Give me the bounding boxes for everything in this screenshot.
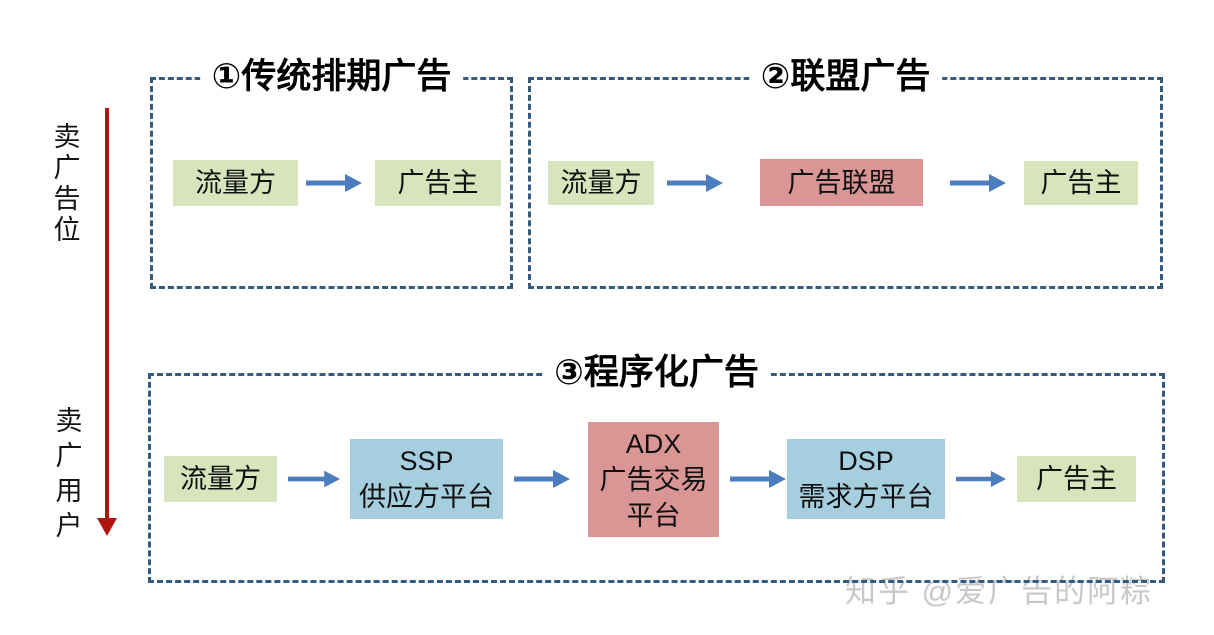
section-network-ads: ②联盟广告 流量方 广告联盟 广告主 bbox=[528, 54, 1163, 289]
node-advertiser: 广告主 bbox=[1017, 456, 1136, 502]
node-traffic-side: 流量方 bbox=[164, 456, 277, 502]
node-traffic-side: 流量方 bbox=[173, 160, 298, 206]
flow-arrow-icon bbox=[305, 172, 363, 194]
flow-arrow-icon bbox=[949, 172, 1007, 194]
sell-axis-line bbox=[105, 108, 109, 520]
watermark: 知乎 @爱广告的阿粽 bbox=[845, 574, 1154, 609]
section-title: ③程序化广告 bbox=[542, 350, 771, 396]
node-dsp: DSP 需求方平台 bbox=[787, 439, 945, 519]
node-traffic-side: 流量方 bbox=[548, 161, 654, 205]
axis-label-sell-users: 卖广用户 bbox=[55, 406, 83, 541]
node-ssp: SSP 供应方平台 bbox=[350, 439, 503, 519]
node-advertiser: 广告主 bbox=[1024, 161, 1138, 205]
section-programmatic-ads: ③程序化广告 流量方 SSP 供应方平台 ADX 广告交易 平台 DSP 需求方… bbox=[148, 350, 1165, 583]
flow-arrow-icon bbox=[955, 468, 1013, 490]
flow-arrow-icon bbox=[513, 468, 571, 490]
node-ad-network: 广告联盟 bbox=[760, 159, 923, 206]
node-advertiser: 广告主 bbox=[375, 160, 501, 206]
node-adx: ADX 广告交易 平台 bbox=[588, 422, 719, 537]
axis-label-sell-ad-slots: 卖广告位 bbox=[53, 122, 81, 245]
flow-arrow-icon bbox=[729, 468, 787, 490]
section-title: ①传统排期广告 bbox=[199, 54, 464, 100]
down-arrow-icon bbox=[97, 518, 117, 536]
flow-arrow-icon bbox=[287, 468, 345, 490]
section-title: ②联盟广告 bbox=[748, 54, 943, 100]
flow-arrow-icon bbox=[666, 172, 724, 194]
section-traditional-ads: ①传统排期广告 流量方 广告主 bbox=[150, 54, 513, 289]
